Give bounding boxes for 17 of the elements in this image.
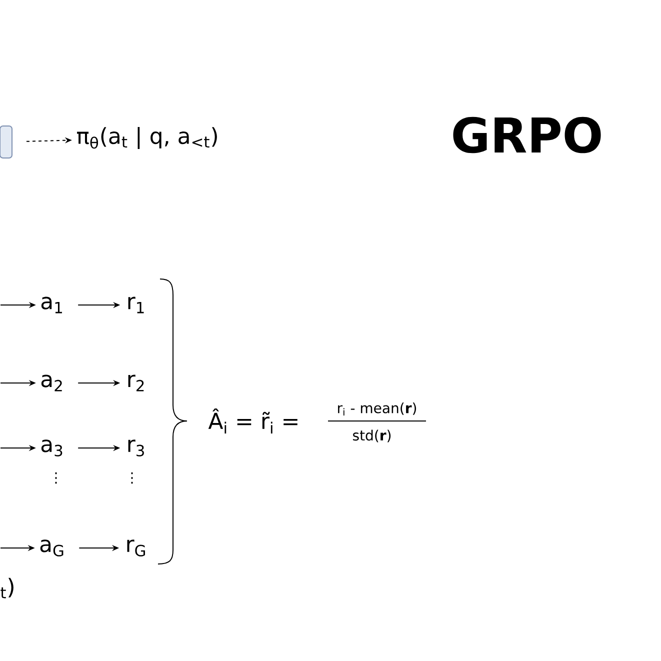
title: GRPO <box>453 116 601 154</box>
formula-numerator: r$_{i}$ - mean(r) <box>338 402 416 416</box>
reward-symbol: r$_{2}$ <box>128 374 144 392</box>
formula-denominator: std(r) <box>353 430 391 442</box>
vertical-ellipsis: ⋮ <box>131 472 133 484</box>
reward-symbol: r$_{G}$ <box>127 540 145 556</box>
response-symbol: a$_{G}$ <box>40 540 64 556</box>
text-fragment: $_{t}$) <box>0 578 14 598</box>
response-symbol: a$_{1}$ <box>41 296 62 314</box>
reward-symbol: r$_{3}$ <box>128 440 144 456</box>
policy-expression: π$_{θ}$(a$_{t}$ | q, a$_{<t}$) <box>77 127 217 149</box>
vertical-ellipsis: ⋮ <box>55 472 57 484</box>
response-symbol: a$_{2}$ <box>41 374 62 392</box>
response-symbol: a$_{3}$ <box>41 440 62 456</box>
reward-symbol: r$_{1}$ <box>128 296 144 314</box>
box <box>0 126 12 158</box>
advantage-formula: Â$_{i}$ = r̃$_{i}$ = <box>208 408 298 434</box>
